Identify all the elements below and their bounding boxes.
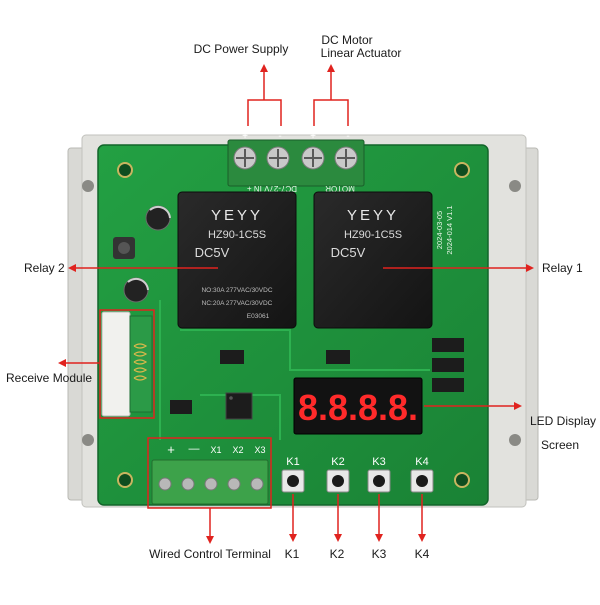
button-cap-icon [416, 475, 428, 487]
screw-plus-2: + [310, 131, 316, 142]
relay-2-model: HZ90-1C5S [208, 229, 266, 241]
receive-module [101, 311, 153, 417]
relay-1-brand: YEYY [347, 207, 399, 224]
button-cap-icon [287, 475, 299, 487]
optocoupler-icon [432, 338, 464, 352]
label-linear-actuator: Linear Actuator [320, 46, 402, 60]
terminal-x3-label: X3 [254, 445, 265, 455]
optocoupler-icon [432, 378, 464, 392]
label-receive-module: Receive Module [6, 371, 93, 385]
label-k1: K1 [284, 547, 300, 561]
mount-hole-icon [82, 180, 94, 192]
mount-hole-icon [82, 434, 94, 446]
led-display: 8.8.8.8. [293, 377, 423, 435]
silk-k4: K4 [415, 456, 428, 468]
mount-hole-icon [509, 180, 521, 192]
motor-silk: MOTOR [325, 184, 355, 193]
terminal-x1-label: X1 [210, 445, 221, 455]
smd-component-icon [326, 350, 350, 364]
optocoupler-icon [432, 358, 464, 372]
power-motor-terminal: + - + - [227, 131, 365, 187]
terminal-screw-icon [181, 477, 195, 491]
button-k4 [410, 469, 434, 493]
button-k1 [281, 469, 305, 493]
mcu-chip-icon [225, 392, 253, 420]
date-silk: 2024-03-05 2024-014 V1.1 [435, 205, 454, 254]
led-display-digits: 8.8.8.8. [298, 387, 418, 428]
terminal-silk: + — X1 X2 X3 [167, 442, 265, 457]
callouts [58, 64, 534, 544]
relay-2-brand: YEYY [211, 207, 263, 224]
relay-2-rating-no: NO:30A 277VAC/30VDC [201, 287, 272, 294]
capacitor-icon [145, 205, 171, 231]
power-silk: DC7-27V IN + [247, 184, 297, 193]
receive-module-highlight [99, 309, 155, 419]
button-k3 [367, 469, 391, 493]
screw-icon [334, 146, 358, 170]
label-relay-2: Relay 2 [24, 261, 65, 275]
screw-icon [233, 146, 257, 170]
capacitor-icon [123, 277, 149, 303]
screw-minus-1: - [278, 131, 281, 142]
relay-1-model: HZ90-1C5S [344, 229, 402, 241]
label-wired-control-terminal: Wired Control Terminal [149, 547, 271, 561]
button-k2 [326, 469, 350, 493]
dc-power-bracket [247, 99, 282, 126]
date-line-1: 2024-03-05 [435, 211, 444, 249]
screw-icon [266, 146, 290, 170]
relay-1: YEYY HZ90-1C5S DC5V [313, 191, 433, 329]
terminal-plus-label: + [167, 442, 175, 457]
terminal-screw-icon [227, 477, 241, 491]
terminal-screw-icon [158, 477, 172, 491]
label-relay-1: Relay 1 [542, 261, 583, 275]
pcb-hole-icon [454, 472, 470, 488]
relay-1-voltage: DC5V [331, 245, 366, 260]
label-dc-power-supply: DC Power Supply [193, 42, 289, 56]
screw-icon [301, 146, 325, 170]
relay-2: YEYY HZ90-1C5S DC5V NO:30A 277VAC/30VDC … [177, 191, 297, 329]
silk-k2: K2 [331, 456, 344, 468]
pcb-hole-icon [454, 162, 470, 178]
inductor-icon [113, 237, 135, 259]
smd-component-icon [220, 350, 244, 364]
relay-2-rating-nc: NC:20A 277VAC/30VDC [202, 300, 273, 307]
terminal-x2-label: X2 [232, 445, 243, 455]
terminal-screw-icon [250, 477, 264, 491]
label-k3: K3 [371, 547, 387, 561]
button-cap-icon [373, 475, 385, 487]
label-k2: K2 [329, 547, 345, 561]
label-k4: K4 [414, 547, 430, 561]
silk-k3: K3 [372, 456, 385, 468]
screw-plus-1: + [242, 131, 248, 142]
dc-motor-bracket [313, 99, 349, 126]
terminal-minus-label: — [189, 443, 200, 455]
control-terminal-block [151, 459, 269, 505]
smd-component-icon [170, 400, 192, 414]
silk-k1: K1 [286, 456, 299, 468]
relay-2-voltage: DC5V [195, 245, 230, 260]
relay-2-code: E03061 [247, 313, 270, 320]
button-cap-icon [332, 475, 344, 487]
label-dc-motor: DC Motor [321, 33, 373, 47]
terminal-screw-icon [204, 477, 218, 491]
mount-hole-icon [509, 434, 521, 446]
screw-minus-2: - [346, 131, 349, 142]
pcb-hole-icon [117, 472, 133, 488]
label-led-display: LED Display [530, 414, 597, 428]
date-line-2: 2024-014 V1.1 [445, 205, 454, 254]
pcb-hole-icon [117, 162, 133, 178]
label-led-display-screen: Screen [541, 438, 580, 452]
